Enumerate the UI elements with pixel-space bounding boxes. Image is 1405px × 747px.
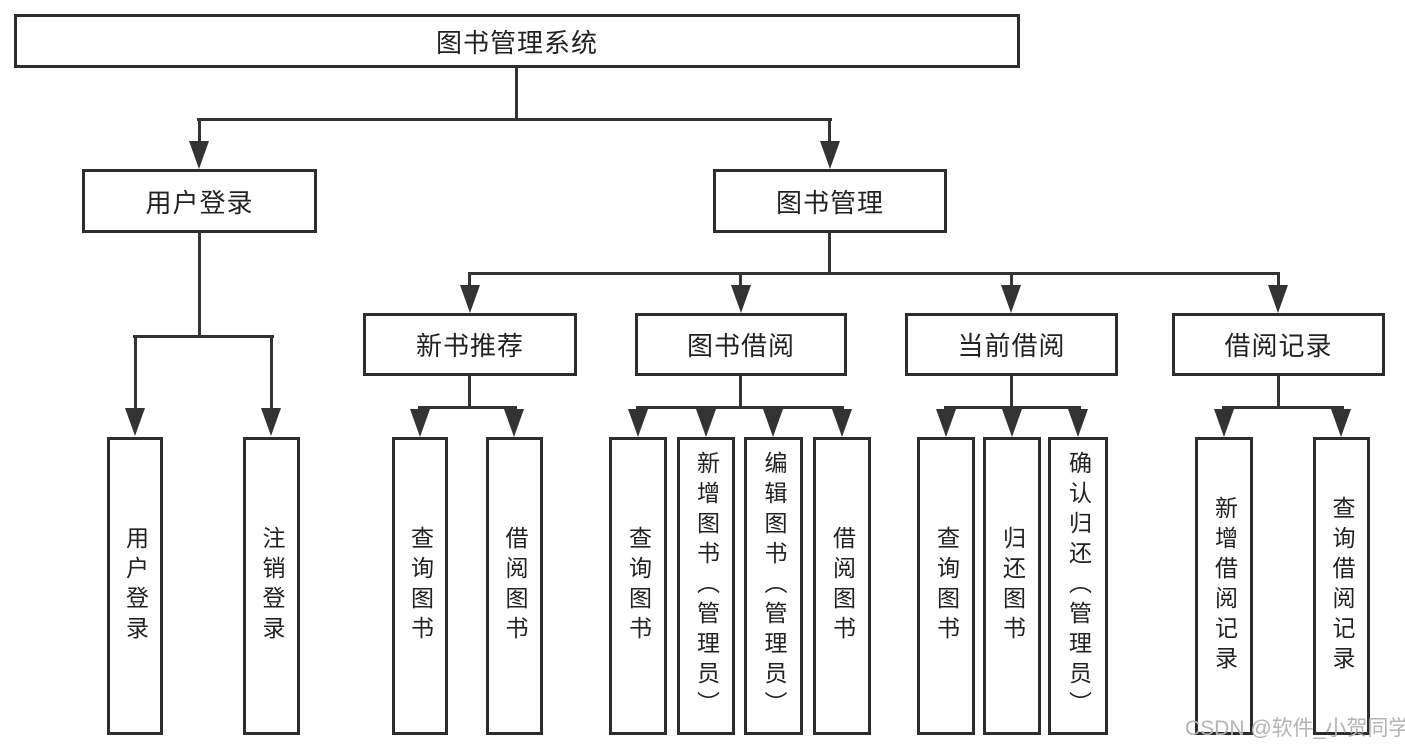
- connector-login-stem: [198, 233, 201, 335]
- csdn-watermark: CSDN @软件_小贺同学: [1185, 717, 1405, 740]
- arrow-down-icon: [832, 409, 852, 437]
- connector-root-stem: [515, 68, 518, 118]
- connector-a2-drop: [270, 338, 273, 408]
- connector-mgmt-stem: [828, 233, 831, 272]
- node-borrow-record: 借阅记录: [1172, 313, 1385, 376]
- leaf-logout: 注销登录: [243, 437, 300, 735]
- connector-record-rail: [1222, 406, 1344, 409]
- leaf-user-login: 用户登录: [107, 437, 163, 735]
- connector-newbook-stem: [468, 376, 471, 406]
- node-book-borrow: 图书借阅: [635, 313, 847, 376]
- arrow-down-icon: [1268, 285, 1288, 313]
- leaf-query-books-newbook: 查询图书: [392, 437, 448, 735]
- node-book-management: 图书管理: [713, 169, 947, 233]
- connector-mgmt-drop: [828, 121, 831, 143]
- node-current-borrow: 当前借阅: [905, 313, 1118, 376]
- arrow-down-icon: [1214, 409, 1234, 437]
- arrow-down-icon: [1331, 409, 1351, 437]
- leaf-return-books: 归还图书: [983, 437, 1041, 735]
- node-user-login: 用户登录: [82, 169, 317, 233]
- connector-record-drop: [1277, 275, 1280, 287]
- connector-borrow-rail: [636, 406, 844, 409]
- connector-current-rail: [944, 406, 1081, 409]
- connector-login-drop: [198, 121, 201, 143]
- connector-current-drop: [1010, 275, 1013, 287]
- arrow-down-icon: [504, 409, 524, 437]
- connector-current-stem: [1010, 376, 1013, 406]
- arrow-down-icon: [460, 285, 480, 313]
- arrow-down-icon: [1068, 409, 1088, 437]
- connector-newbook-drop: [468, 275, 471, 287]
- arrow-down-icon: [1002, 409, 1022, 437]
- arrow-down-icon: [261, 408, 281, 436]
- leaf-add-borrow-record: 新增借阅记录: [1195, 437, 1253, 735]
- arrow-down-icon: [820, 141, 840, 169]
- node-new-book-recommend: 新书推荐: [363, 313, 577, 376]
- arrow-down-icon: [696, 409, 716, 437]
- arrow-down-icon: [936, 409, 956, 437]
- leaf-borrow-books: 借阅图书: [813, 437, 871, 735]
- arrow-down-icon: [410, 409, 430, 437]
- leaf-query-borrow-record: 查询借阅记录: [1313, 437, 1370, 735]
- arrow-down-icon: [189, 141, 209, 169]
- leaf-query-books-current: 查询图书: [917, 437, 975, 735]
- leaf-edit-books-admin: 编辑图书（管理员）: [744, 437, 803, 735]
- connector-a1-drop: [134, 338, 137, 408]
- leaf-confirm-return-admin: 确认归还（管理员）: [1048, 437, 1108, 735]
- connector-login-rail: [133, 335, 274, 338]
- arrow-down-icon: [628, 409, 648, 437]
- connector-borrow-drop: [739, 275, 742, 287]
- connector-mgmt-rail: [468, 272, 1280, 275]
- connector-borrow-stem: [739, 376, 742, 406]
- connector-record-stem: [1277, 376, 1280, 406]
- node-root-system: 图书管理系统: [14, 14, 1020, 68]
- arrow-down-icon: [125, 408, 145, 436]
- arrow-down-icon: [731, 285, 751, 313]
- leaf-query-books-borrow: 查询图书: [609, 437, 667, 735]
- arrow-down-icon: [763, 409, 783, 437]
- leaf-borrow-books-newbook: 借阅图书: [486, 437, 543, 735]
- arrow-down-icon: [1001, 285, 1021, 313]
- connector-root-rail: [197, 118, 832, 121]
- connector-newbook-rail: [418, 406, 517, 409]
- leaf-add-books-admin: 新增图书（管理员）: [677, 437, 735, 735]
